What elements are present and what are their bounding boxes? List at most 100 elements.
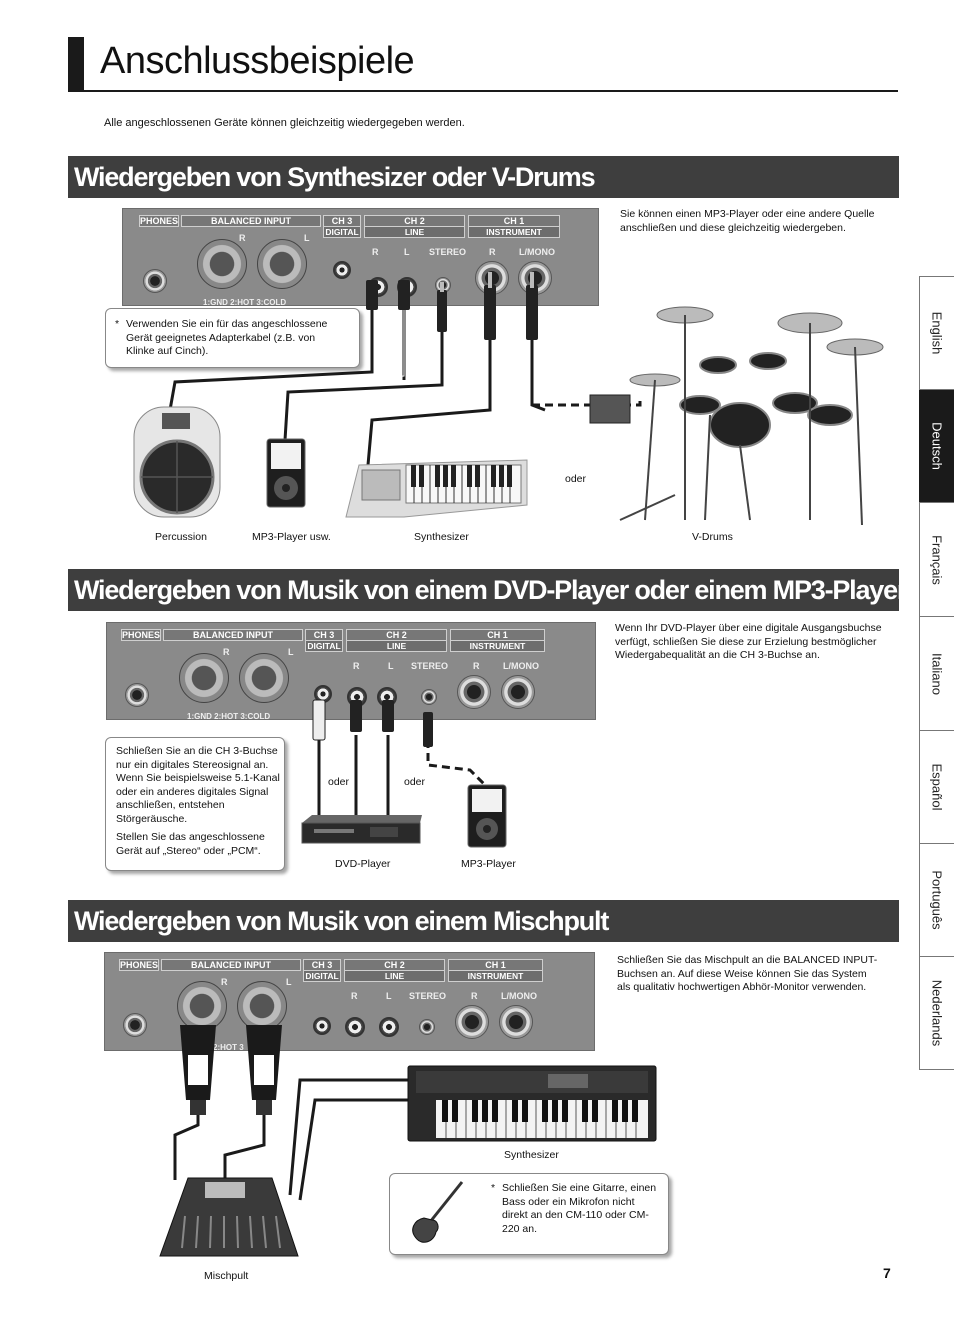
label-stereo: STEREO [429,247,467,257]
callout-guitar-warning: * Schließen Sie eine Gitarre, einen Bass… [389,1173,669,1255]
tab-label: Deutsch [929,422,944,470]
instrument-jack-l [501,675,535,709]
label-phones: PHONES [119,959,159,971]
xlr-jack-l [239,653,289,703]
callout-star: * [115,318,120,330]
caption-vdrums: V-Drums [692,531,733,543]
callout-digital-signal-text: Schließen Sie an die CH 3-Buchse nur ein… [116,745,280,825]
label-l: L [386,991,392,1001]
label-l-mono: L/MONO [503,661,539,671]
tab-espanol[interactable]: Español [919,730,954,843]
label-r: R [239,233,246,243]
label-r: R [221,977,228,987]
callout-adapter-cable-text: Verwenden Sie ein für das angeschlossene… [126,318,328,357]
mixer-console-icon [159,1177,299,1257]
instrument-jack-l [499,1005,533,1039]
tab-label: Nederlands [929,979,944,1047]
label-ch2: CH 2 [364,215,465,227]
label-digital: DIGITAL [323,227,361,238]
intro-text: Alle angeschlossenen Geräte können gleic… [104,117,465,129]
xlr-jack-l [257,239,307,289]
caption-synthesizer: Synthesizer [414,531,469,543]
tab-label: Italiano [929,652,944,695]
synthesizer-keyboard-icon [407,1065,657,1142]
label-pinout-partial: 2:HOT 3 [213,1043,244,1052]
instrument-jack-r [457,675,491,709]
label-ch1: CH 1 [450,629,545,641]
tab-label: English [929,311,944,355]
label-digital: DIGITAL [305,641,343,652]
section-heading-mixer: Wiedergeben von Musik von einem Mischpul… [68,900,899,942]
label-l: L [388,661,394,671]
section1-description: Sie können einen MP3-Player oder eine an… [620,208,875,234]
caption-synthesizer: Synthesizer [504,1149,559,1161]
label-instrument: INSTRUMENT [468,227,560,238]
label-l-mono: L/MONO [519,247,555,257]
label-l: L [288,647,294,657]
label-ch3: CH 3 [323,215,361,227]
page-number: 7 [883,1265,891,1281]
callout-star: * [491,1182,496,1194]
label-pinout: 1:GND 2:HOT 3:COLD [187,712,271,721]
label-line: LINE [346,641,447,652]
tab-portugues[interactable]: Português [919,843,954,956]
phones-jack [123,1013,147,1037]
or-label: oder [565,473,587,485]
label-r: R [353,661,360,671]
caption-percussion: Percussion [155,531,207,543]
caption-mixer: Mischpult [204,1270,249,1282]
phones-jack [125,683,149,707]
label-r: R [223,647,230,657]
title-bar-decoration [68,37,84,91]
tab-english[interactable]: English [919,276,954,389]
label-line: LINE [344,971,445,982]
tab-italiano[interactable]: Italiano [919,616,954,730]
tab-label: Português [929,870,944,930]
section-heading-synth-vdrums: Wiedergeben von Synthesizer oder V-Drums [68,156,899,198]
label-r: R [351,991,358,1001]
stereo-mini-jack [419,1019,435,1035]
label-r: R [372,247,379,257]
language-tabs-border [919,276,920,1070]
xlr-jack-l [237,981,287,1031]
phones-jack [143,269,167,293]
label-ch2: CH 2 [346,629,447,641]
section-heading-dvd-mp3: Wiedergeben von Musik von einem DVD-Play… [68,569,899,611]
label-balanced-input: BALANCED INPUT [161,959,301,971]
section3-description: Schließen Sie das Mischpult an die BALAN… [617,954,878,993]
label-l: L [304,233,310,243]
tab-deutsch[interactable]: Deutsch [919,389,954,502]
label-line: LINE [364,227,465,238]
label-ch3: CH 3 [305,629,343,641]
or-label-1: oder [328,776,350,788]
synthesizer-keyboard-icon [345,459,528,518]
cables-section1 [168,272,642,466]
label-ch3: CH 3 [303,959,341,971]
callout-guitar-warning-text: Schließen Sie eine Gitarre, einen Bass o… [502,1182,657,1235]
line-rca-r [345,1017,365,1037]
label-l: L [286,977,292,987]
callout-digital-signal: Schließen Sie an die CH 3-Buchse nur ein… [105,737,285,871]
label-phones: PHONES [139,215,179,227]
cables-section2 [312,699,487,820]
digital-rca-jack [333,261,351,279]
dvd-player-icon [301,815,422,844]
title-rule [68,90,898,92]
label-r: R [471,991,478,1001]
vdrums-kit-icon [589,306,884,526]
label-r: R [473,661,480,671]
tab-nederlands[interactable]: Nederlands [919,956,954,1069]
tab-francais[interactable]: Français [919,502,954,616]
label-ch1: CH 1 [468,215,560,227]
guitar-icon [412,1181,464,1243]
xlr-jack-r [197,239,247,289]
language-tabs-bottom-rule [919,1069,954,1070]
mp3-player-icon [266,438,306,508]
callout-stereo-pcm-text: Stellen Sie das angeschlossene Gerät auf… [116,831,265,857]
caption-dvd-player: DVD-Player [335,858,391,870]
label-l-mono: L/MONO [501,991,537,1001]
label-l: L [404,247,410,257]
section2-description: Wenn Ihr DVD-Player über eine digitale A… [615,622,882,661]
label-ch2: CH 2 [344,959,445,971]
